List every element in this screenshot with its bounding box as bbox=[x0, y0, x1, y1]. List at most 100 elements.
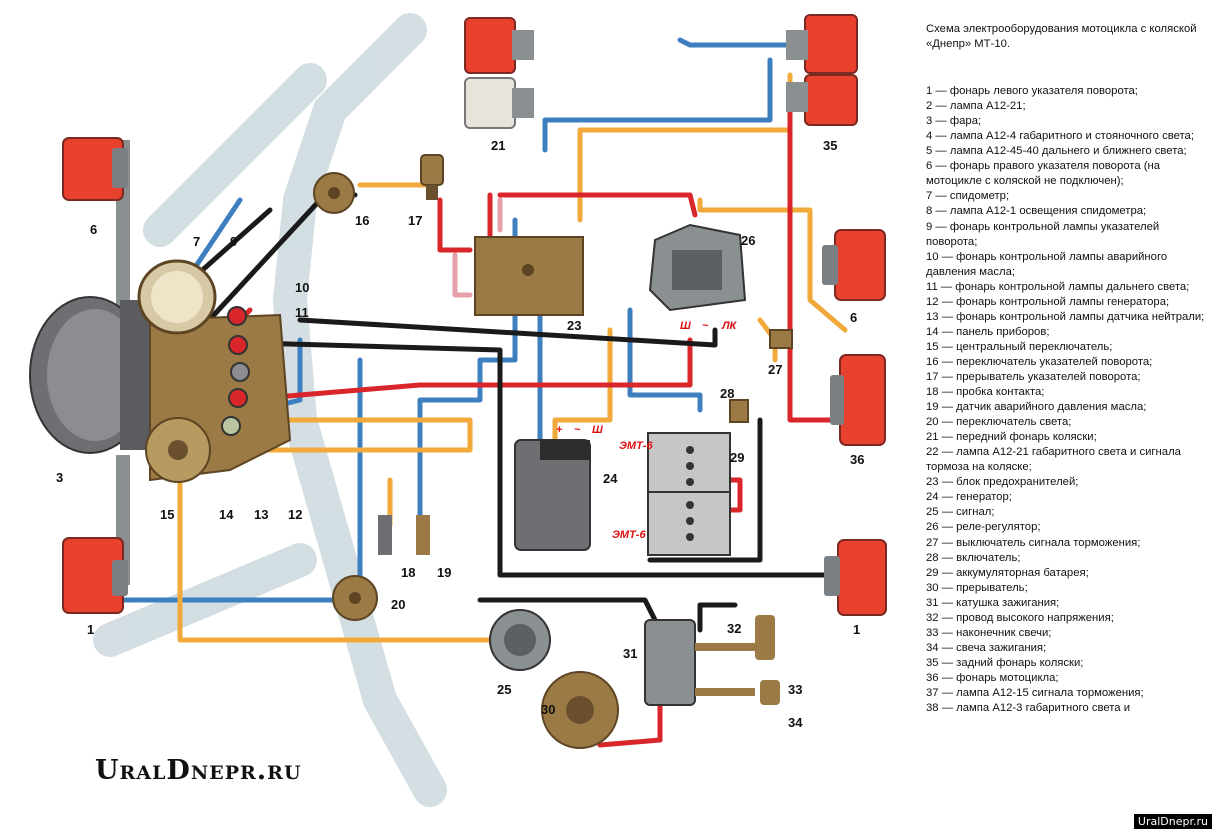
label-18: 18 bbox=[401, 565, 415, 580]
legend-item: 16 — переключатель указателей поворота; bbox=[926, 355, 1153, 368]
label-26: 26 bbox=[741, 233, 755, 248]
legend-item: 26 — реле-регулятор; bbox=[926, 521, 1041, 534]
legend-item: 32 — провод высокого напряжения; bbox=[926, 611, 1114, 624]
instrument-panel bbox=[137, 259, 292, 483]
label-17: 17 bbox=[408, 213, 422, 228]
legend-item: 25 — сигнал; bbox=[926, 506, 995, 519]
legend-item: 22 — лампа А12-21 габаритного света и си… bbox=[926, 446, 1181, 474]
turn-signal-rear-right-bottom bbox=[824, 539, 887, 616]
sidecar-front-lamp bbox=[464, 17, 534, 129]
legend-item: 8 — лампа А12-1 освещения спидометра; bbox=[926, 205, 1147, 218]
legend-item: 6 — фонарь правого указателя поворота (н… bbox=[926, 160, 1161, 188]
label-14: 14 bbox=[219, 507, 234, 522]
legend-item: 28 — включатель; bbox=[926, 551, 1021, 564]
label-25: 25 bbox=[497, 682, 511, 697]
turn-switch bbox=[313, 172, 355, 214]
label-6b: 6 bbox=[850, 310, 857, 325]
legend-item: 27 — выключатель сигнала торможения; bbox=[926, 536, 1141, 549]
legend-item: 33 — наконечник свечи; bbox=[926, 626, 1052, 639]
legend-item: 29 — аккумуляторная батарея; bbox=[926, 566, 1089, 579]
label-10: 10 bbox=[295, 280, 309, 295]
relay-sh-mark: Ш bbox=[680, 320, 691, 332]
label-1b: 1 bbox=[853, 622, 860, 637]
legend-item: 12 — фонарь контрольной лампы генератора… bbox=[926, 295, 1170, 308]
label-27: 27 bbox=[768, 362, 782, 377]
legend-item: 31 — катушка зажигания; bbox=[926, 596, 1060, 609]
label-11: 11 bbox=[295, 305, 309, 320]
label-36: 36 bbox=[850, 452, 864, 467]
generator-tilde-mark: ~ bbox=[574, 424, 581, 436]
legend-item: 20 — переключатель света; bbox=[926, 416, 1072, 429]
label-9: 9 bbox=[230, 234, 237, 249]
motorcycle-rear-lamp bbox=[830, 354, 886, 446]
diagram-title: Схема электрооборудования мотоцикла с ко… bbox=[926, 23, 1197, 51]
legend-item: 13 — фонарь контрольной лампы датчика не… bbox=[926, 310, 1205, 323]
legend-list: 1 — фонарь левого указателя поворота; 2 … bbox=[926, 84, 1211, 716]
label-33: 33 bbox=[788, 682, 802, 697]
light-switch bbox=[332, 575, 378, 621]
ht-lead-33 bbox=[695, 680, 780, 705]
legend-item: 11 — фонарь контрольной лампы дальнего с… bbox=[926, 280, 1190, 293]
legend-item: 21 — передний фонарь коляски; bbox=[926, 431, 1097, 444]
legend-item: 19 — датчик аварийного давления масла; bbox=[926, 401, 1147, 414]
label-23: 23 bbox=[567, 318, 581, 333]
turn-interrupter bbox=[420, 154, 444, 200]
legend-item: 1 — фонарь левого указателя поворота; bbox=[926, 85, 1138, 98]
breaker bbox=[541, 671, 619, 749]
legend-item: 37 — лампа А12-15 сигнала торможения; bbox=[926, 686, 1144, 699]
label-31: 31 bbox=[623, 646, 637, 661]
legend-item: 30 — прерыватель; bbox=[926, 581, 1028, 594]
battery-top-mark: ЭМТ-6 bbox=[619, 440, 653, 452]
legend-item: 24 — генератор; bbox=[926, 491, 1012, 504]
legend-item: 5 — лампа А12-45-40 дальнего и ближнего … bbox=[926, 145, 1187, 158]
legend-item: 35 — задний фонарь коляски; bbox=[926, 656, 1084, 669]
label-34: 34 bbox=[788, 715, 803, 730]
legend-panel: Схема электрооборудования мотоцикла с ко… bbox=[926, 22, 1211, 716]
turn-signal-rear-right-top bbox=[822, 229, 886, 301]
legend-item: 18 — пробка контакта; bbox=[926, 386, 1045, 399]
relay-tilde-mark: ~ bbox=[702, 320, 709, 332]
fuse-block bbox=[474, 236, 584, 316]
label-21: 21 bbox=[491, 138, 505, 153]
legend-item: 14 — панель приборов; bbox=[926, 325, 1050, 338]
turn-signal-front-left-bottom bbox=[62, 455, 130, 614]
legend-item: 15 — центральный переключатель; bbox=[926, 340, 1113, 353]
legend-item: 17 — прерыватель указателей поворота; bbox=[926, 370, 1141, 383]
label-30: 30 bbox=[541, 702, 555, 717]
oil-pressure-sensor bbox=[416, 515, 430, 555]
terminal-marks: + ~ Ш Ш ~ ЛК ЭМТ-6 ЭМТ-6 bbox=[556, 320, 738, 541]
label-35: 35 bbox=[823, 138, 837, 153]
sidecar-rear-lamp bbox=[786, 14, 858, 126]
label-28: 28 bbox=[720, 386, 734, 401]
label-20: 20 bbox=[391, 597, 405, 612]
legend-item: 3 — фара; bbox=[926, 115, 982, 128]
site-watermark: UralDnepr.ru bbox=[1133, 814, 1212, 829]
headlight bbox=[29, 296, 151, 454]
legend-item: 38 — лампа А12-3 габаритного света и bbox=[926, 702, 1131, 715]
relay-regulator bbox=[648, 223, 747, 312]
ht-lead-32 bbox=[695, 615, 775, 660]
legend-item: 34 — свеча зажигания; bbox=[926, 641, 1047, 654]
label-32: 32 bbox=[727, 621, 741, 636]
label-19: 19 bbox=[437, 565, 451, 580]
legend-item: 10 — фонарь контрольной лампы аварийного… bbox=[926, 250, 1168, 278]
label-6a: 6 bbox=[90, 222, 97, 237]
number-labels: 1 1 3 6 6 7 9 10 11 12 13 14 15 16 17 18… bbox=[56, 138, 864, 730]
label-29: 29 bbox=[730, 450, 744, 465]
legend-item: 2 — лампа А12-21; bbox=[926, 100, 1026, 113]
relay-lk-mark: ЛК bbox=[721, 320, 738, 332]
label-24: 24 bbox=[603, 471, 618, 486]
ignition-switch bbox=[729, 399, 749, 423]
label-3: 3 bbox=[56, 470, 63, 485]
turn-signal-front-left-top bbox=[62, 137, 130, 310]
label-16: 16 bbox=[355, 213, 369, 228]
legend-item: 23 — блок предохранителей; bbox=[926, 476, 1079, 489]
battery bbox=[647, 432, 731, 556]
wiring-diagram: 1 1 3 6 6 7 9 10 11 12 13 14 15 16 17 18… bbox=[29, 13, 887, 807]
horn bbox=[489, 609, 551, 671]
brake-switch bbox=[769, 329, 793, 349]
label-12: 12 bbox=[288, 507, 302, 522]
legend-item: 36 — фонарь мотоцикла; bbox=[926, 671, 1059, 684]
generator bbox=[514, 439, 591, 551]
battery-bottom-mark: ЭМТ-6 bbox=[612, 529, 646, 541]
